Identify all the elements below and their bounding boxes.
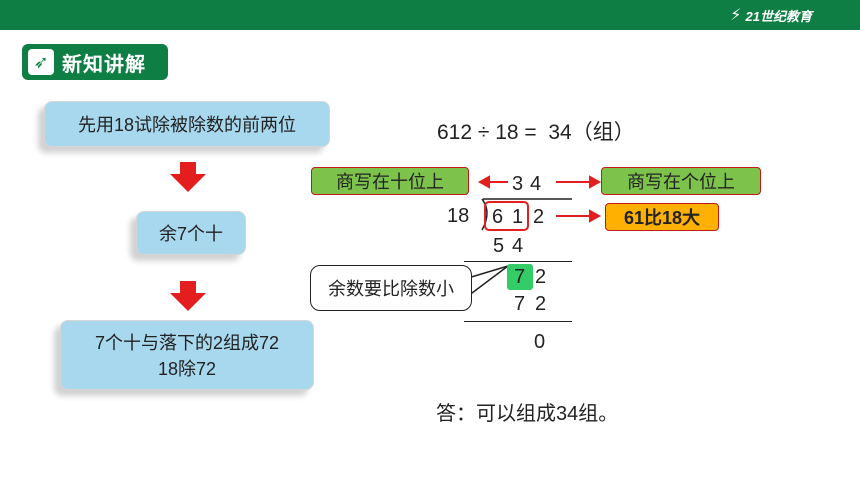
section-badge: ➶ 新知讲解 — [22, 44, 168, 80]
remainder-highlight — [507, 264, 533, 290]
arrow-right-icon — [556, 209, 602, 223]
runner-icon: ⚡ — [730, 7, 742, 24]
tens-place-label: 商写在十位上 — [311, 167, 469, 195]
top-bar: ⚡ 21世纪教育 — [0, 0, 860, 30]
step-text-3a: 7个十与落下的2组成72 — [94, 333, 280, 353]
arrow-down-icon — [170, 281, 206, 311]
arrow-down-icon — [170, 162, 206, 192]
division-line — [464, 321, 572, 322]
step-box-3: 7个十与落下的2组成72 18除72 — [60, 320, 314, 390]
product-digit: 4 — [512, 235, 524, 257]
arrow-left-icon — [477, 175, 508, 189]
hint-callout: 余数要比除数小 — [310, 265, 472, 311]
runner-icon: ➶ — [28, 49, 54, 75]
dividend-digit: 2 — [533, 206, 545, 228]
product-digit: 5 — [493, 235, 505, 257]
answer-text: 答：可以组成34组。 — [436, 403, 619, 425]
dividend-digit: 1 — [512, 206, 524, 228]
step-text-1: 先用18试除被除数的前两位 — [77, 115, 297, 135]
brand-text: 21世纪教育 — [745, 8, 812, 24]
product-digit: 7 — [514, 293, 526, 315]
callout-tail — [467, 265, 509, 298]
brand-logo: ⚡ 21世纪教育 — [730, 6, 812, 24]
division-bracket — [481, 198, 488, 231]
compare-label: 61比18大 — [605, 203, 719, 231]
step-text-2: 余7个十 — [158, 224, 223, 244]
step-text-3b: 18除72 — [157, 359, 217, 379]
step-box-2: 余7个十 — [136, 211, 246, 255]
section-title: 新知讲解 — [62, 53, 146, 76]
ones-place-label: 商写在个位上 — [601, 167, 761, 195]
dividend-digit: 6 — [492, 206, 504, 228]
remainder-digit: 2 — [535, 266, 547, 288]
divisor: 18 — [447, 205, 470, 227]
final-remainder: 0 — [534, 331, 546, 353]
remainder-digit: 7 — [514, 266, 526, 288]
highlight-frame — [484, 201, 529, 231]
quotient-ones: 4 — [530, 173, 542, 195]
quotient-tens: 3 — [512, 173, 524, 195]
product-digit: 2 — [535, 293, 547, 315]
step-box-1: 先用18试除被除数的前两位 — [44, 101, 330, 147]
division-line — [464, 261, 572, 262]
arrow-right-icon — [556, 175, 602, 189]
equation: 612 ÷ 18 = 34（组） — [437, 121, 635, 144]
